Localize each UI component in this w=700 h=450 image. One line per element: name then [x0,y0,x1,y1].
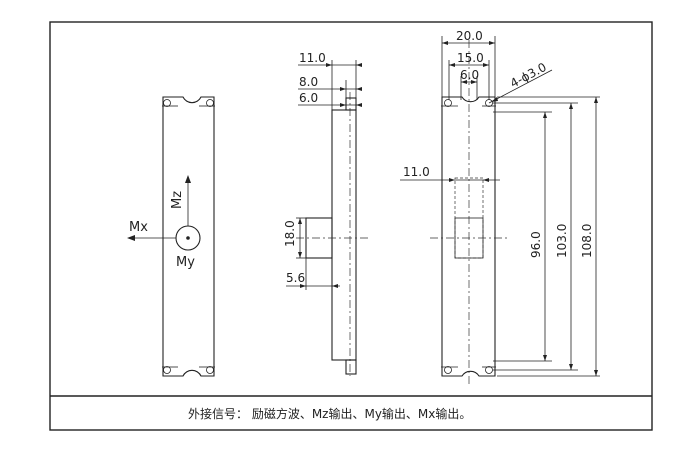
dim-holes: 4-ϕ3.0 [508,60,549,91]
dim-front-11: 11.0 [403,165,430,179]
left-body-outline [162,96,215,377]
dim-width-6: 6.0 [460,68,479,82]
mz-arrow [185,175,191,183]
my-label: My [176,255,195,270]
left-view: Mx Mz My [127,96,215,377]
dim-top-11: 11.0 [299,51,326,65]
front-view: 20.0 15.0 6.0 4-ϕ3.0 11.0 96.0 103.0 1 [400,29,600,385]
dim-block-18: 18.0 [283,220,297,247]
dim-top-8: 8.0 [299,75,318,89]
front-body-outline [441,96,496,377]
dim-block-5-6: 5.6 [286,271,305,285]
dim-h-96: 96.0 [529,231,543,258]
holes-leader [488,69,553,104]
dim-width-15: 15.0 [457,51,484,65]
side-top-tab [345,97,357,111]
side-plate [331,109,357,361]
caption-text: 外接信号： 励磁方波、Mz输出、My输出、Mx输出。 [188,407,472,421]
side-view: 11.0 8.0 6.0 18.0 5.6 [283,51,370,376]
mz-label: Mz [170,191,185,209]
dim-h-103: 103.0 [555,224,569,258]
drawing-frame [49,21,653,431]
dim-top-6: 6.0 [299,91,318,105]
mx-label: Mx [129,220,148,235]
dim-h-108: 108.0 [580,224,594,258]
side-bottom-tab [345,359,357,375]
mx-arrow [127,235,135,241]
dim-width-20: 20.0 [456,29,483,43]
